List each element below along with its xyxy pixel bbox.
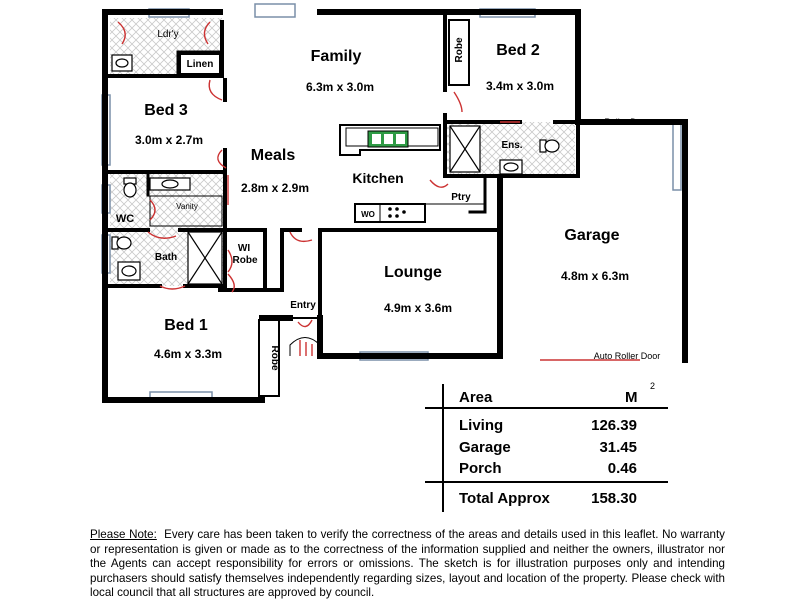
room-lounge-dims: 4.9m x 3.6m: [384, 301, 452, 315]
room-wi-robe-label-2: Robe: [233, 255, 258, 266]
shower-icons: [187, 125, 481, 285]
area-total-label: Total Approx: [459, 490, 550, 507]
cooktop-icon: [388, 207, 406, 218]
room-vanity-label: Vanity: [176, 202, 198, 211]
wall-oven-label: WO: [361, 210, 375, 219]
room-kitchen-label: Kitchen: [352, 170, 403, 186]
sanitary-fixtures: [111, 54, 560, 281]
room-bed2-label: Bed 2: [496, 42, 540, 59]
room-bed1-dims: 4.6m x 3.3m: [154, 347, 222, 361]
room-pantry-label: Ptry: [451, 192, 471, 203]
room-family-dims: 6.3m x 3.0m: [306, 80, 374, 94]
area-row-porch-label: Porch: [459, 460, 502, 477]
area-header-label: Area: [459, 389, 493, 406]
room-meals-dims: 2.8m x 2.9m: [241, 181, 309, 195]
room-family-label: Family: [311, 48, 362, 65]
robe-boxes: [179, 19, 470, 397]
room-bed1-label: Bed 1: [164, 317, 208, 334]
door-swings: [117, 21, 640, 361]
room-bed3-label: Bed 3: [144, 102, 188, 119]
room-ensuite-label: Ens.: [501, 140, 522, 151]
entry-porch: [289, 337, 321, 356]
room-entry-label: Entry: [290, 300, 316, 311]
room-linen-label: Linen: [187, 59, 214, 70]
area-row-living-label: Living: [459, 417, 503, 434]
area-table: Area M 2 Living 126.39 Garage 31.45 Porc…: [425, 381, 668, 512]
area-row-garage-label: Garage: [459, 439, 511, 456]
room-lounge-label: Lounge: [384, 264, 442, 281]
area-row-living-value: 126.39: [591, 417, 637, 434]
kitchen-bench: [339, 124, 485, 223]
area-row-porch-value: 0.46: [608, 460, 637, 477]
walls: [102, 9, 688, 403]
area-row-garage-value: 31.45: [599, 439, 637, 456]
room-wc-label: WC: [116, 213, 134, 225]
disclaimer-note: Please Note: Every care has been taken t…: [90, 528, 725, 601]
room-bed3-dims: 3.0m x 2.7m: [135, 133, 203, 147]
room-bath-label: Bath: [155, 252, 177, 263]
robe-bed1-label: Robe: [269, 346, 280, 371]
room-meals-label: Meals: [251, 147, 296, 164]
disclaimer-text: Every care has been taken to verify the …: [90, 528, 725, 600]
room-garage-label: Garage: [564, 227, 619, 244]
room-garage-dims: 4.8m x 6.3m: [561, 269, 629, 283]
area-header-unit: M: [625, 389, 638, 406]
room-bed2-dims: 3.4m x 3.0m: [486, 79, 554, 93]
roller-door-label: Roller Door: [604, 117, 650, 127]
room-laundry-label: Ldr'y: [157, 29, 178, 40]
area-header-unit-sup: 2: [650, 381, 655, 391]
room-wi-robe-label-1: WI: [238, 243, 250, 254]
disclaimer-label: Please Note:: [90, 528, 157, 541]
area-total-value: 158.30: [591, 490, 637, 507]
robe-bed2-label: Robe: [454, 37, 465, 62]
auto-roller-door-label: Auto Roller Door: [594, 351, 661, 361]
